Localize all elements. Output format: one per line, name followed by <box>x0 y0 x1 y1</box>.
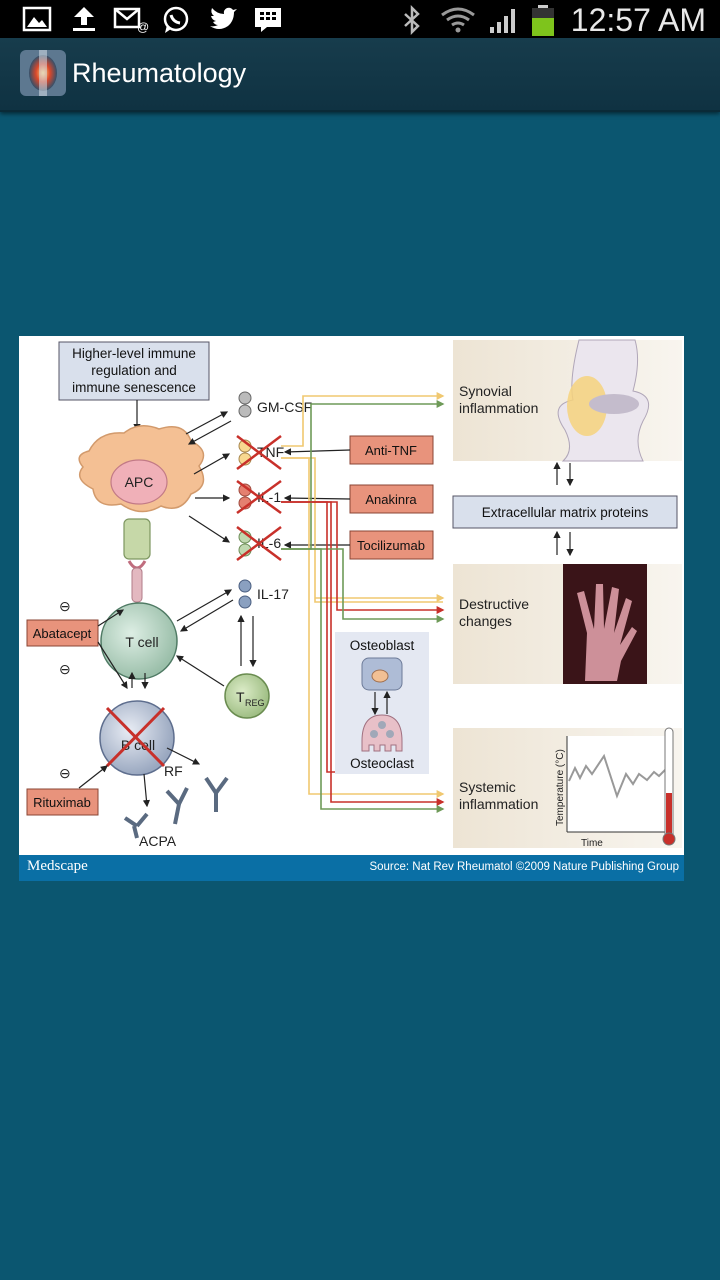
signaling-paths <box>281 392 445 813</box>
rituximab-box: Rituximab <box>26 788 99 816</box>
extracellular-matrix-box: Extracellular matrix proteins <box>452 495 678 529</box>
destructive-changes-panel: Destructive changes <box>453 564 682 684</box>
action-bar: Rheumatology <box>0 38 720 112</box>
svg-text:inflammation: inflammation <box>459 796 538 812</box>
gallery-icon <box>22 6 52 32</box>
bluetooth-icon <box>404 5 420 35</box>
t-cell-label: T cell <box>125 634 158 650</box>
acpa-label: ACPA <box>139 833 177 849</box>
svg-text:⊖: ⊖ <box>59 598 71 614</box>
svg-text:Synovial: Synovial <box>459 383 512 399</box>
svg-text:Rituximab: Rituximab <box>33 795 91 810</box>
higher-level-regulation-box: Higher-level immune regulation and immun… <box>58 341 210 401</box>
svg-text:Systemic: Systemic <box>459 779 516 795</box>
svg-text:Anti-TNF: Anti-TNF <box>365 443 417 458</box>
mhc-molecule <box>123 518 151 560</box>
battery-icon <box>532 5 554 36</box>
app-logo-icon[interactable] <box>20 50 66 96</box>
medscape-logo: Medscape <box>27 858 88 874</box>
source-credit: Source: Nat Rev Rheumatol ©2009 Nature P… <box>369 861 679 873</box>
svg-text:inflammation: inflammation <box>459 400 538 416</box>
bbm-icon <box>255 8 281 32</box>
clock: 12:57 AM <box>570 2 706 38</box>
status-bar: @ 12:57 AM <box>0 0 720 38</box>
svg-text:Destructive: Destructive <box>459 596 529 612</box>
antibody-icons <box>123 776 229 839</box>
osteoclast-label: Osteoclast <box>350 756 414 771</box>
blocked-cytokine-crosses <box>236 435 282 561</box>
anakinra-box: Anakinra <box>349 484 434 514</box>
t-cell: T cell <box>100 602 178 680</box>
svg-text:REG: REG <box>245 698 265 708</box>
treg-cell: T REG <box>224 673 270 719</box>
email-icon: @ <box>113 7 149 33</box>
wifi-icon <box>441 7 475 33</box>
osteoblast-label: Osteoblast <box>350 638 415 653</box>
svg-text:Tocilizumab: Tocilizumab <box>357 538 425 553</box>
apc-label: APC <box>125 474 154 490</box>
svg-text:Extracellular matrix proteins: Extracellular matrix proteins <box>482 505 649 520</box>
svg-text:Anakinra: Anakinra <box>365 492 417 507</box>
inhibitory-symbols: ⊖ ⊖ ⊖ <box>59 598 71 781</box>
svg-text:Abatacept: Abatacept <box>33 626 92 641</box>
bone-cells-panel: Osteoblast Osteoclast <box>335 632 429 774</box>
svg-text:⊖: ⊖ <box>59 765 71 781</box>
systemic-inflammation-panel: Systemic inflammation Temperature (°C) T… <box>453 727 682 849</box>
upload-icon <box>73 7 95 31</box>
signal-icon <box>490 9 515 33</box>
svg-text:@: @ <box>137 20 149 33</box>
svg-text:changes: changes <box>459 613 512 629</box>
diagram: Higher-level immune regulation and immun… <box>26 339 682 849</box>
synovial-inflammation-panel: Synovial inflammation <box>453 339 682 462</box>
il17-label: IL-17 <box>257 586 289 602</box>
svg-text:immune senescence: immune senescence <box>72 380 196 395</box>
tcr-molecule <box>127 560 147 570</box>
anti-tnf-box: Anti-TNF <box>349 435 434 465</box>
figure[interactable]: Higher-level immune regulation and immun… <box>19 336 684 881</box>
temperature-axis-label: Temperature (°C) <box>555 749 566 826</box>
gmcsf-label: GM-CSF <box>257 399 312 415</box>
twitter-icon <box>210 7 237 29</box>
svg-text:regulation and: regulation and <box>91 363 177 378</box>
whatsapp-icon <box>163 6 189 33</box>
rf-label: RF <box>164 763 183 779</box>
abatacept-box: Abatacept <box>26 619 99 647</box>
b-cell: B cell <box>99 700 175 776</box>
svg-text:T: T <box>236 689 245 705</box>
app-title: Rheumatology <box>72 58 247 88</box>
cytokine-balls <box>238 391 252 609</box>
apc-cell: APC <box>78 425 205 513</box>
svg-text:Higher-level immune: Higher-level immune <box>72 346 196 361</box>
figure-footer: Medscape Source: Nat Rev Rheumatol ©2009… <box>19 855 684 881</box>
time-axis-label: Time <box>581 838 603 849</box>
tocilizumab-box: Tocilizumab <box>349 530 434 560</box>
svg-text:⊖: ⊖ <box>59 661 71 677</box>
